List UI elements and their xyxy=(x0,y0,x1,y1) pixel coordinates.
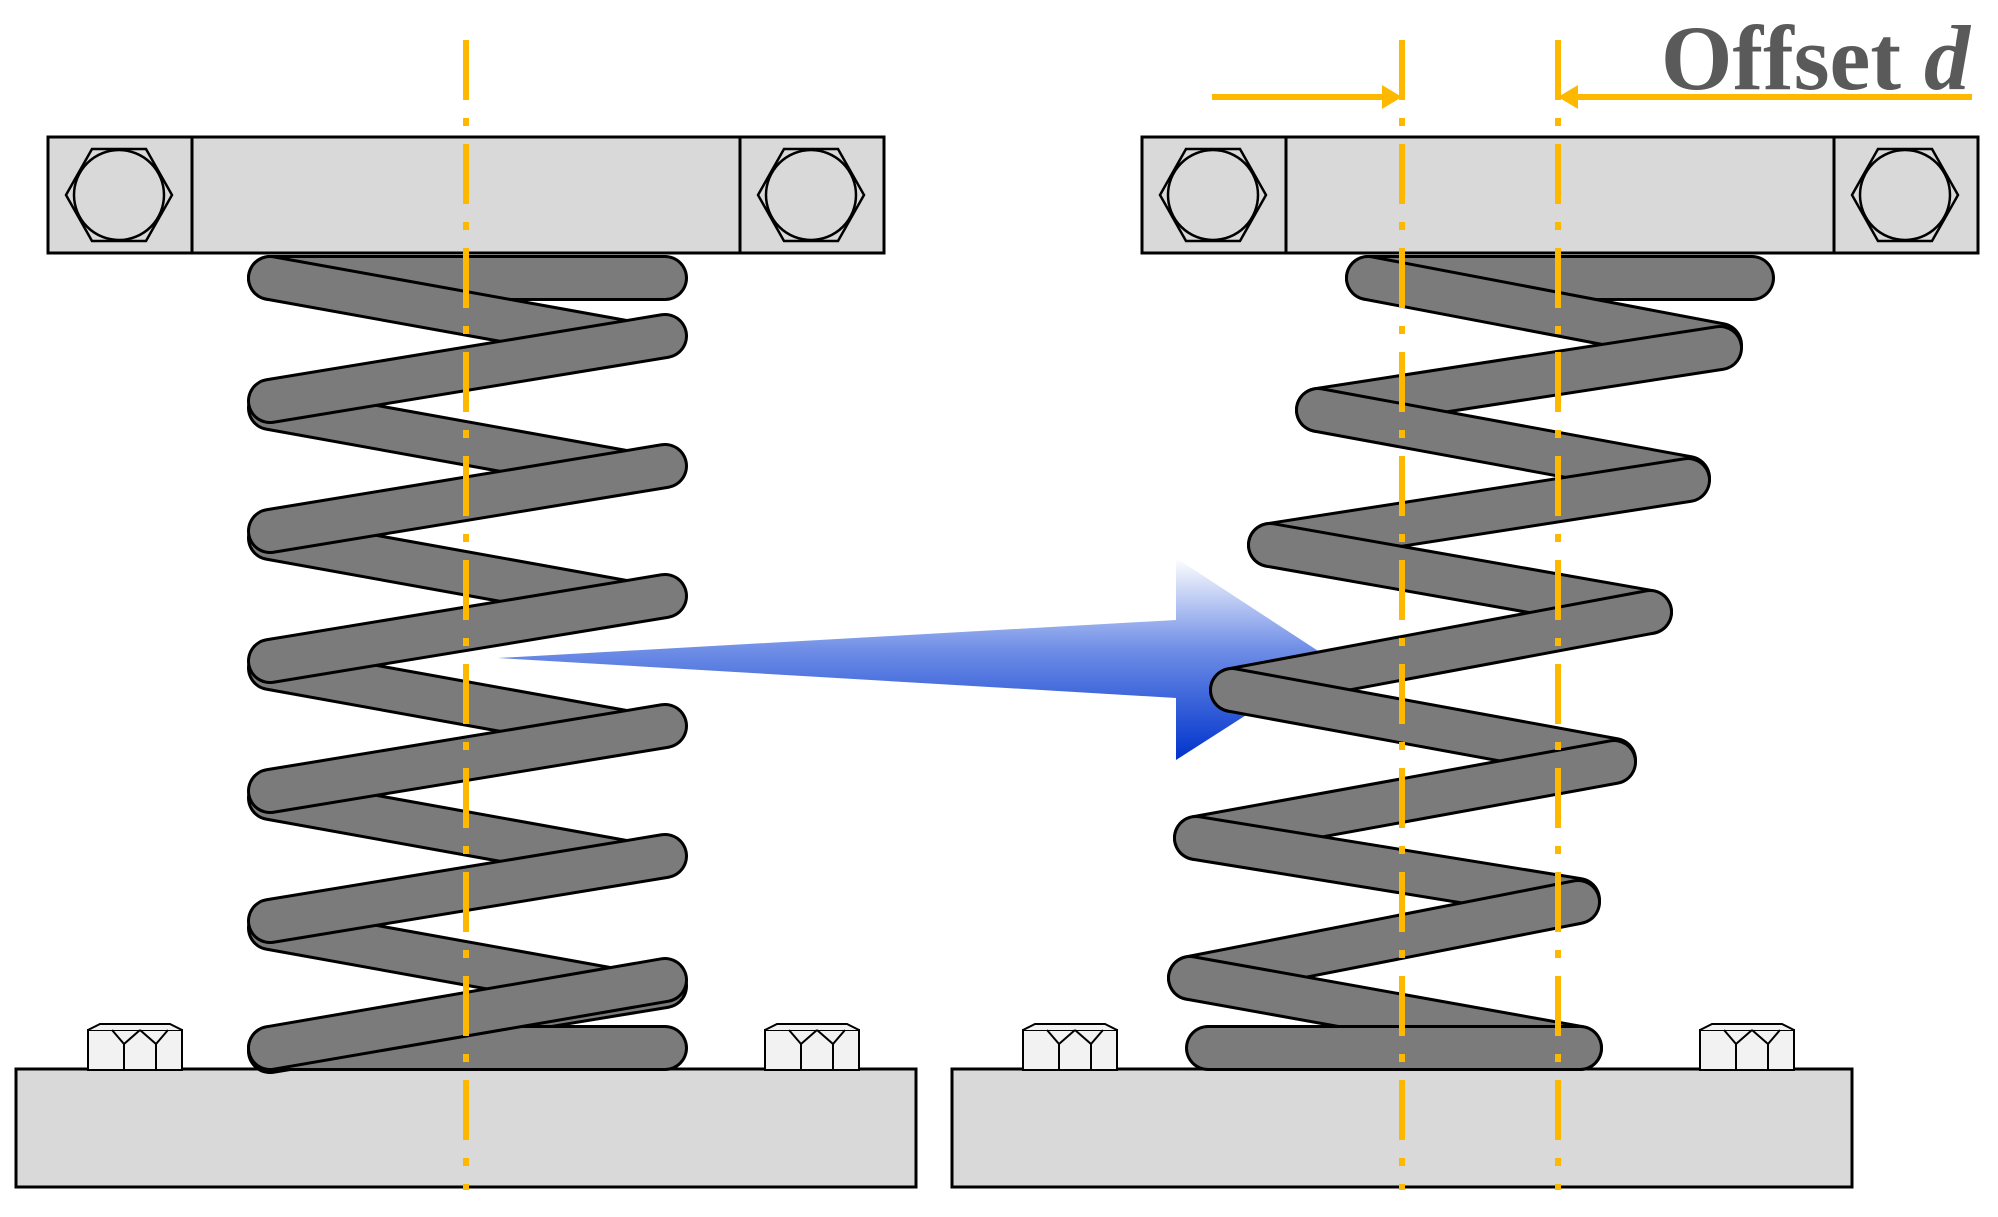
hex-bolt-head-icon xyxy=(1158,147,1268,243)
left-assembly xyxy=(14,40,918,1190)
right-coil-bar-10 xyxy=(1170,882,1598,998)
right-coil-bar-7 xyxy=(1212,670,1634,780)
left-base-nut-2 xyxy=(764,1023,860,1071)
hex-bolt-head-icon xyxy=(756,147,866,243)
hex-bolt-head-icon xyxy=(1850,147,1960,243)
left-coil-bar-9 xyxy=(250,576,685,681)
offset-label: Offset d xyxy=(1400,12,1970,104)
hex-bolt-head-icon xyxy=(64,147,174,243)
right-assembly xyxy=(950,40,1980,1190)
left-coil-bar-10 xyxy=(250,706,685,811)
offset-dimension-arrow-right xyxy=(1558,85,1972,109)
right-coil-bar-9 xyxy=(1176,818,1598,920)
offset-variable: d xyxy=(1924,7,1970,109)
transition-arrow-icon xyxy=(498,558,1332,760)
right-coil-spring xyxy=(1167,255,1775,1071)
right-base-nut-2 xyxy=(1699,1023,1795,1071)
right-base-nut-1 xyxy=(1022,1023,1118,1071)
offset-dimension-arrow-left xyxy=(1212,85,1402,109)
offset-word: Offset xyxy=(1660,7,1901,109)
right-coil-bar-6 xyxy=(1212,592,1670,710)
left-base-nut-1 xyxy=(87,1023,183,1071)
